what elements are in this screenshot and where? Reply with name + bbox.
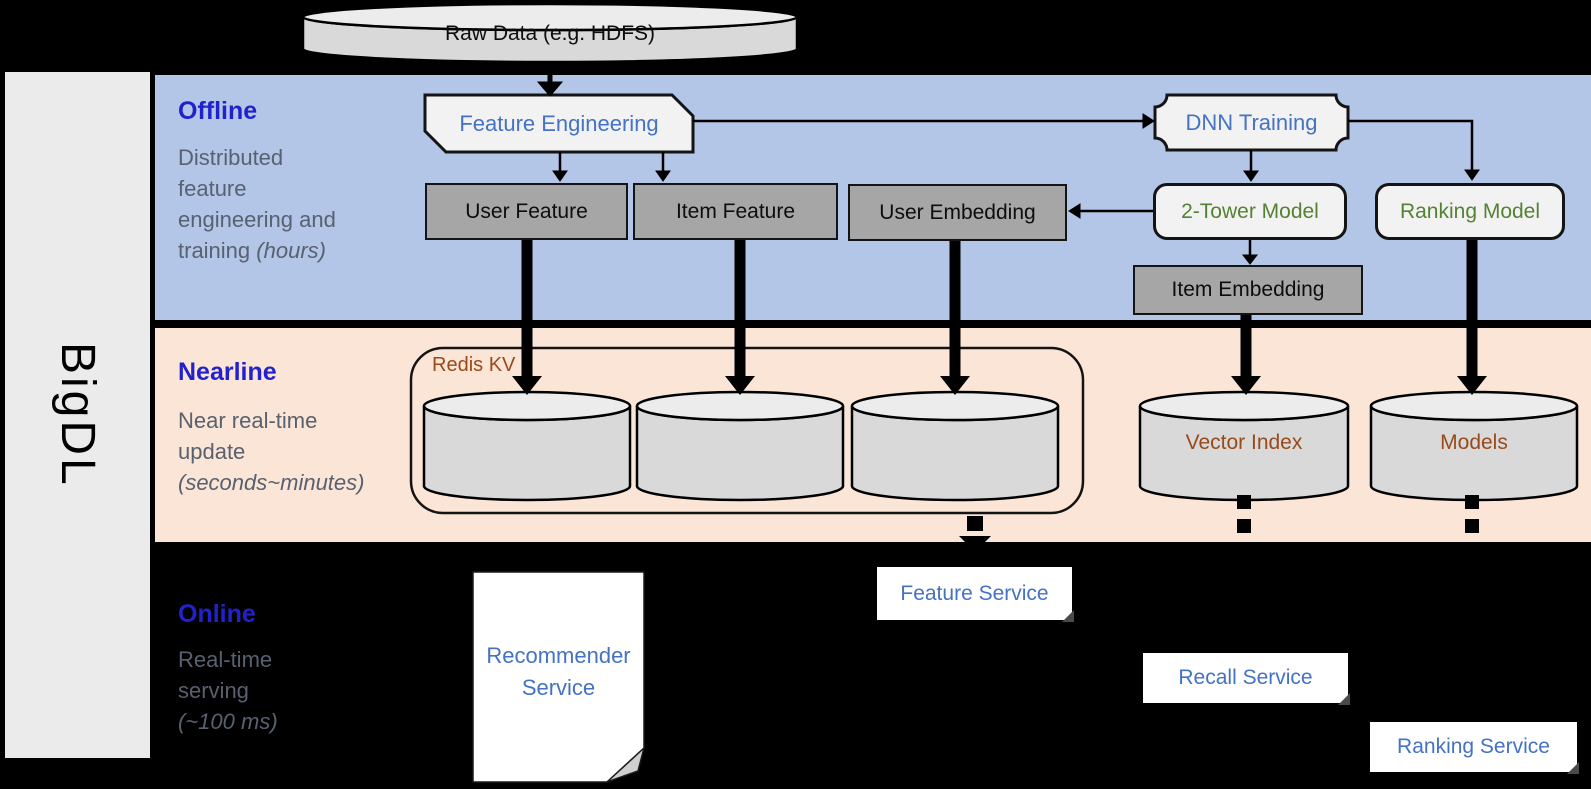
nearline-title: Nearline [178, 358, 277, 386]
nearline-description: Near real-time update (seconds~minutes) [178, 408, 365, 495]
redis-kv-label: Redis KV [432, 354, 516, 376]
feature-engineering-node: Feature Engineering [459, 110, 659, 136]
ranking-service-node: Ranking Service [1370, 722, 1579, 774]
models-label: Models [1440, 430, 1508, 454]
recommender-service-label: Recommender Service [486, 643, 631, 700]
bigdl-logo-text: BigDL [51, 342, 104, 488]
bigdl-sidebar: BigDL [5, 72, 150, 758]
vector-index-label: Vector Index [1185, 430, 1303, 454]
item-embedding-node: Item Embedding [1133, 265, 1363, 315]
raw-data-label: Raw Data (e.g. HDFS) [444, 22, 656, 45]
online-title: Online [178, 600, 256, 628]
user-feature-node: User Feature [425, 183, 628, 240]
user-embedding-node: User Embedding [848, 184, 1067, 241]
feature-service-node: Feature Service [877, 567, 1074, 622]
item-feature-node: Item Feature [633, 183, 838, 240]
offline-title: Offline [178, 97, 258, 125]
recall-service-node: Recall Service [1143, 653, 1350, 705]
two-tower-model-node: 2-Tower Model [1153, 183, 1347, 240]
online-description: Real-time serving (~100 ms) [178, 647, 278, 734]
dnn-training-node: DNN Training [1185, 109, 1318, 135]
offline-description: Distributed feature engineering and trai… [178, 145, 336, 263]
ranking-model-node: Ranking Model [1375, 183, 1565, 240]
